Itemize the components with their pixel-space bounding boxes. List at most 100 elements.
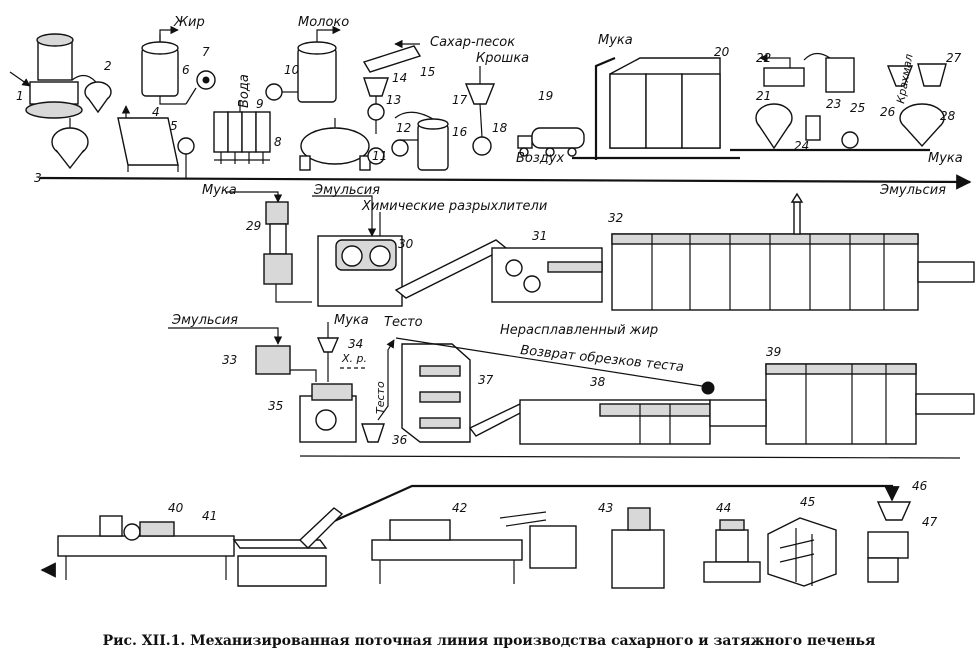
num-6: 6 bbox=[182, 63, 190, 77]
num-5: 5 bbox=[170, 119, 178, 133]
equipment-36-dough-pump bbox=[361, 339, 395, 443]
equipment-41-transfer-conveyor bbox=[232, 507, 344, 587]
num-17: 17 bbox=[452, 93, 468, 107]
label-sugar: Сахар-песок bbox=[430, 35, 515, 50]
label-unmelted-fat: Нерасплавленный жир bbox=[500, 323, 658, 338]
equipment-1-sugar-mill bbox=[9, 33, 83, 119]
equipment-18-crumb-grinder bbox=[472, 103, 492, 156]
num-24: 24 bbox=[794, 139, 809, 153]
equipment-13-filter bbox=[367, 103, 385, 134]
num-38: 38 bbox=[590, 375, 606, 389]
num-12: 12 bbox=[396, 121, 411, 135]
num-21: 21 bbox=[756, 89, 771, 103]
label-dough-vertical: Тесто bbox=[374, 381, 387, 414]
rotary-moulder bbox=[491, 247, 603, 303]
equipment-2-hopper bbox=[71, 74, 112, 114]
num-3: 3 bbox=[34, 171, 42, 185]
equipment-28-mixer bbox=[899, 103, 945, 148]
equipment-11-emulsifier bbox=[299, 118, 385, 171]
num-37: 37 bbox=[478, 373, 494, 387]
num-9: 9 bbox=[256, 97, 264, 111]
row4-cooling-packaging: 40 41 42 43 44 45 46 47 bbox=[40, 479, 938, 589]
equipment-32-oven bbox=[611, 192, 975, 311]
label-flour-row2: Мука bbox=[202, 183, 237, 198]
num-1: 1 bbox=[16, 89, 24, 103]
num-47: 47 bbox=[922, 515, 938, 529]
equipment-37-laminator bbox=[395, 337, 715, 443]
label-water: Вода bbox=[237, 74, 252, 108]
equipment-47-crusher bbox=[867, 531, 909, 583]
equipment-7-pump bbox=[185, 70, 216, 105]
return-conveyor-top bbox=[331, 484, 900, 524]
equipment-35-dough-mixer bbox=[299, 383, 357, 443]
num-39: 39 bbox=[766, 345, 781, 359]
equipment-19-flour-truck bbox=[517, 127, 585, 157]
label-milk: Молоко bbox=[298, 15, 349, 30]
label-flour-row3: Мука bbox=[334, 313, 369, 328]
num-16: 16 bbox=[452, 125, 468, 139]
equipment-20-flour-silos bbox=[594, 56, 721, 160]
row1-raw-material-preparation: Жир Молоко Вода Сахар-песок Крошка Мука … bbox=[9, 15, 972, 198]
num-2: 2 bbox=[104, 59, 112, 73]
num-10: 10 bbox=[284, 63, 300, 77]
num-8: 8 bbox=[274, 135, 282, 149]
label-emulsion-right: Эмульсия bbox=[879, 183, 946, 198]
label-crumb: Крошка bbox=[476, 51, 529, 66]
num-14: 14 bbox=[392, 71, 407, 85]
num-45: 45 bbox=[800, 495, 815, 509]
num-22: 22 bbox=[756, 51, 771, 65]
figure-caption: Рис. XII.1. Механизированная поточная ли… bbox=[103, 633, 876, 649]
equipment-44-packing-machine bbox=[703, 519, 761, 583]
equipment-40-cooling-conveyor bbox=[57, 515, 235, 580]
label-emulsion-row2: Эмульсия bbox=[313, 183, 380, 198]
label-kh-r: Х. р. bbox=[341, 352, 367, 365]
equipment-6-fat-tank bbox=[141, 25, 186, 105]
num-26: 26 bbox=[880, 105, 896, 119]
equipment-5-pump bbox=[177, 137, 195, 178]
equipment-3-dissolver bbox=[51, 118, 89, 170]
equipment-17-crumb-hopper bbox=[464, 66, 496, 105]
equipment-43-wrapping-machine bbox=[499, 507, 665, 589]
scrap-return-line bbox=[395, 337, 703, 387]
num-19: 19 bbox=[538, 89, 553, 103]
equipment-26-hopper bbox=[886, 65, 914, 87]
num-44: 44 bbox=[716, 501, 731, 515]
equipment-24-feeder bbox=[805, 115, 821, 141]
num-40: 40 bbox=[168, 501, 184, 515]
equipment-15-sugar-feeder bbox=[362, 39, 422, 73]
num-11: 11 bbox=[372, 149, 387, 163]
label-emulsion-row3: Эмульсия bbox=[171, 313, 238, 328]
label-chemical-leaveners: Химические разрыхлители bbox=[361, 199, 547, 214]
equipment-4-conveyor bbox=[117, 105, 179, 172]
num-30: 30 bbox=[398, 237, 414, 251]
num-23: 23 bbox=[826, 97, 841, 111]
equipment-30-dough-mixer bbox=[312, 195, 403, 307]
num-27: 27 bbox=[946, 51, 962, 65]
label-dough-top: Тесто bbox=[384, 315, 423, 330]
equipment-39-oven bbox=[709, 363, 975, 445]
label-flour-top: Мука bbox=[598, 33, 633, 48]
num-15: 15 bbox=[420, 65, 435, 79]
equipment-45-boxed-products bbox=[767, 517, 837, 587]
num-4: 4 bbox=[152, 105, 160, 119]
equipment-8-dosing-units bbox=[213, 100, 271, 164]
row3-rolled-cookie-line: Эмульсия Мука Х. р. Тесто Тесто Нераспла… bbox=[168, 313, 975, 459]
num-35: 35 bbox=[268, 399, 283, 413]
equipment-38-moulding-machine bbox=[468, 399, 711, 445]
num-18: 18 bbox=[492, 121, 508, 135]
equipment-23-bin-filter bbox=[803, 52, 855, 93]
num-25: 25 bbox=[850, 101, 865, 115]
num-33: 33 bbox=[222, 353, 237, 367]
label-starch: Крахмал bbox=[894, 53, 916, 105]
equipment-25-pump bbox=[841, 131, 859, 149]
num-42: 42 bbox=[452, 501, 467, 515]
label-flour-right: Мука bbox=[928, 151, 963, 166]
equipment-42-stacking-machine bbox=[371, 519, 523, 584]
equipment-12-pump bbox=[391, 139, 409, 157]
equipment-9-pump bbox=[265, 83, 298, 101]
equipment-10-milk-tank bbox=[297, 25, 341, 103]
label-fat: Жир bbox=[173, 15, 205, 30]
emulsion-main-pipe bbox=[39, 174, 972, 190]
num-28: 28 bbox=[940, 109, 956, 123]
